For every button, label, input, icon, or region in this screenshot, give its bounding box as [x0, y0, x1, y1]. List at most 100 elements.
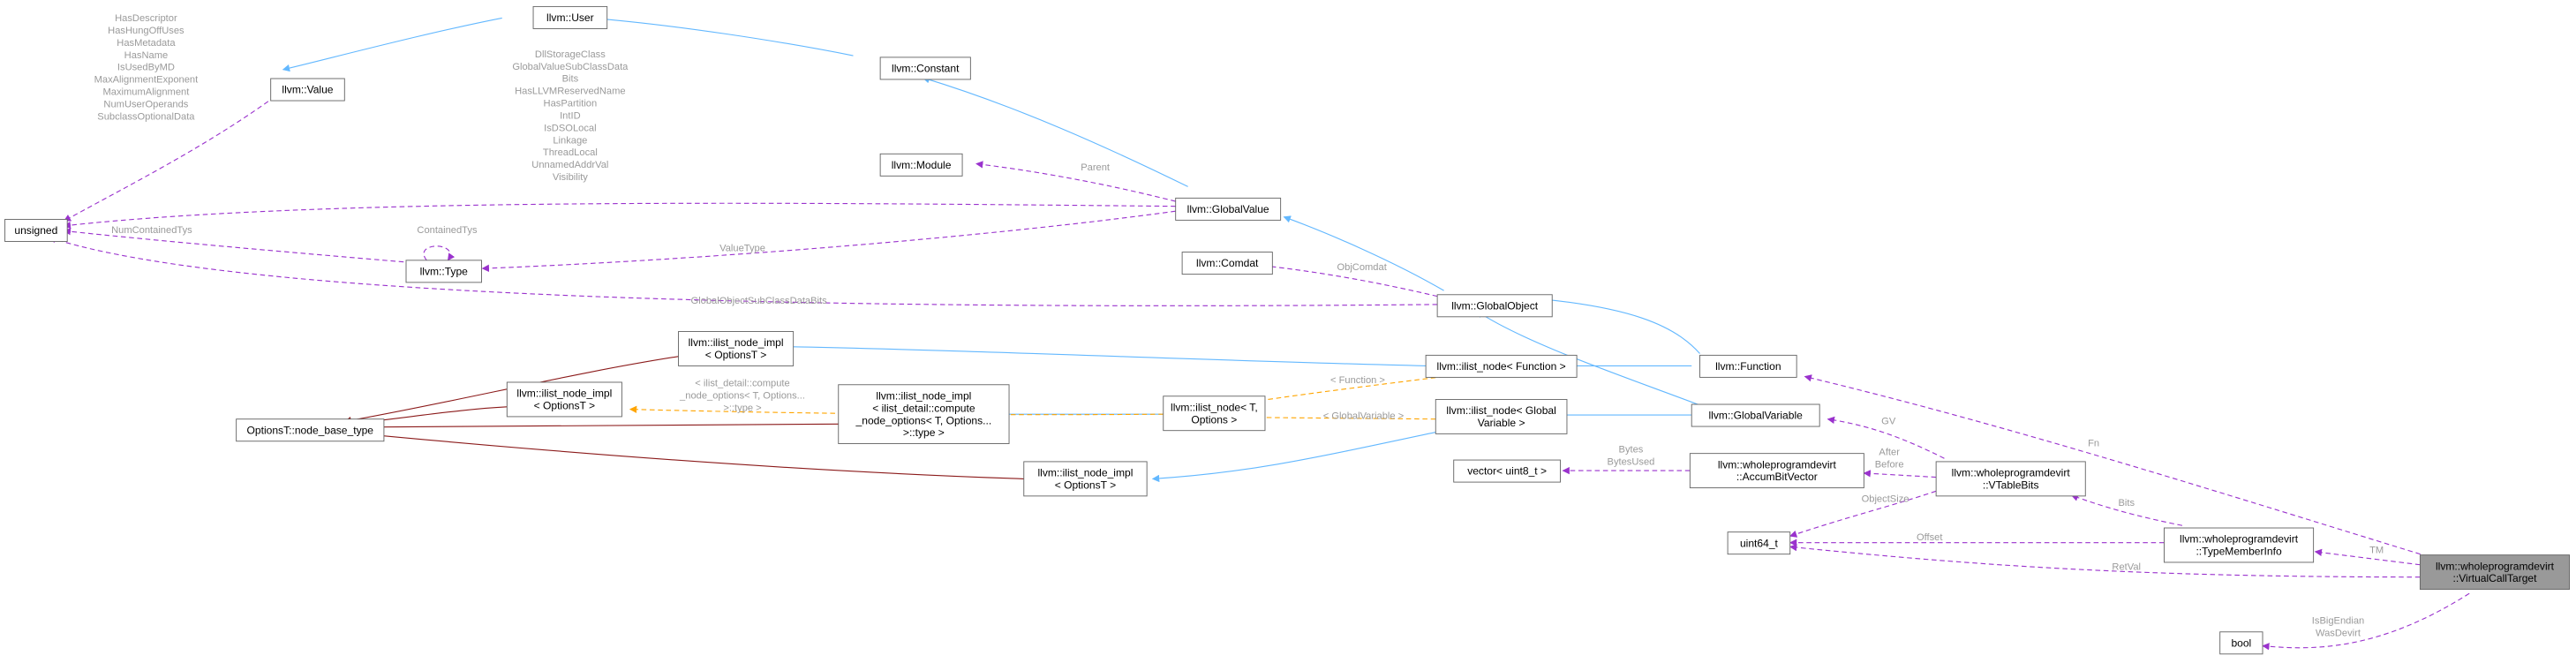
bool_flags-line: WasDevirt	[2316, 628, 2361, 638]
accumbitvector-box	[1689, 453, 1864, 489]
node-unsigned[interactable]: unsigned	[4, 219, 68, 242]
typememberinfo-label-line: llvm::wholeprogramdevirt	[2180, 533, 2299, 546]
globalvalue-label-line: llvm::GlobalValue	[1187, 203, 1269, 215]
node-virtualcalltarget[interactable]: llvm::wholeprogramdevirt::VirtualCallTar…	[2419, 554, 2571, 591]
globalvariable-label-line: llvm::GlobalVariable	[1709, 410, 1804, 422]
ilist_node_gv-label-line: llvm::ilist_node< Global	[1446, 404, 1555, 417]
nodebase-box	[236, 418, 385, 442]
node-type[interactable]: llvm::Type	[405, 260, 482, 283]
tm-line: TM	[2369, 546, 2384, 556]
objcomdat-line: ObjComdat	[1337, 262, 1387, 273]
node-vtablebits[interactable]: llvm::wholeprogramdevirt::VTableBits	[1935, 461, 2086, 497]
label-parent: Parent	[1081, 162, 1111, 173]
compute_template-line: _node_options< T, Options...	[679, 391, 805, 402]
label-containedtys: ContainedTys	[417, 225, 478, 236]
bits-line: Bits	[2118, 498, 2135, 509]
type-box	[405, 260, 482, 283]
ilist_impl_a-label-line: llvm::ilist_node_impl	[689, 336, 784, 349]
node-typememberinfo[interactable]: llvm::wholeprogramdevirt::TypeMemberInfo	[2164, 527, 2315, 563]
globalvalue_unsigned-line: HasPartition	[544, 99, 598, 109]
ilist_impl_b-label-line: < OptionsT >	[534, 400, 596, 412]
label-bits: Bits	[2118, 498, 2135, 509]
accumbitvector-label-line: ::AccumBitVector	[1736, 471, 1818, 483]
edge-function-to-globalobject	[1537, 295, 1700, 354]
ilist_node_t-label-line: Options >	[1191, 413, 1237, 426]
node-globalobject[interactable]: llvm::GlobalObject	[1436, 294, 1553, 318]
node-options-node-base-type[interactable]: OptionsT::node_base_type	[236, 418, 385, 442]
node-ilist-node-impl-a[interactable]: llvm::ilist_node_impl< OptionsT >	[678, 331, 795, 366]
after_before-line: Before	[1875, 459, 1904, 470]
bool-box	[2219, 631, 2263, 655]
bool_flags-line: IsBigEndian	[2312, 616, 2364, 627]
ilist_impl_compute-label-line: llvm::ilist_node_impl	[876, 389, 971, 402]
node-globalvariable[interactable]: llvm::GlobalVariable	[1691, 403, 1820, 427]
comdat-label-line: llvm::Comdat	[1196, 257, 1259, 269]
value_unsigned-line: MaximumAlignment	[103, 87, 191, 98]
node-ilist-node-impl-c[interactable]: llvm::ilist_node_impl< OptionsT >	[1023, 461, 1148, 497]
node-ilist-node-impl-b[interactable]: llvm::ilist_node_impl< OptionsT >	[506, 381, 622, 418]
node-bool[interactable]: bool	[2219, 631, 2263, 655]
label-retval: RetVal	[2112, 561, 2141, 572]
constant-label-line: llvm::Constant	[892, 63, 960, 75]
label-tm: TM	[2369, 546, 2384, 556]
objectsize-line: ObjectSize	[1862, 493, 1909, 504]
edge-type-self	[423, 245, 456, 261]
globalvalue_unsigned-line: IntID	[560, 110, 581, 121]
label-valuetype: ValueType	[719, 244, 765, 254]
node-vector-uint8[interactable]: vector< uint8_t >	[1453, 459, 1561, 483]
node-ilist-node-t-options[interactable]: llvm::ilist_node< T,Options >	[1163, 396, 1266, 432]
node-user[interactable]: llvm::User	[532, 5, 608, 29]
globalvalue_unsigned-line: DllStorageClass	[535, 49, 606, 60]
value_unsigned-line: HasName	[124, 50, 169, 61]
value_unsigned-line: HasMetadata	[117, 38, 176, 49]
edge-user-to-value	[282, 17, 502, 72]
bool-label-line: bool	[2231, 637, 2251, 649]
edge-globalvariable-to-globalobject	[1476, 310, 1700, 406]
module-label-line: llvm::Module	[892, 159, 952, 171]
node-globalvalue[interactable]: llvm::GlobalValue	[1175, 197, 1282, 221]
edge-ilist-node-gv-to-impl-c	[1151, 431, 1436, 483]
ilist_node_fn-label-line: llvm::ilist_node< Function >	[1437, 360, 1566, 373]
node-uint64[interactable]: uint64_t	[1727, 531, 1791, 555]
globalvalue_unsigned-line: GlobalValueSubClassData	[512, 62, 629, 72]
bytes-line: Bytes	[1619, 445, 1644, 456]
value-box	[270, 78, 345, 102]
compute_template-line: >::type >	[723, 403, 761, 413]
typememberinfo-box	[2164, 527, 2315, 563]
label-gv: GV	[1881, 416, 1896, 426]
after_before-line: After	[1879, 448, 1900, 458]
edge-type-to-unsigned	[63, 228, 404, 263]
user-label-line: llvm::User	[546, 11, 594, 24]
type-label-line: llvm::Type	[420, 266, 469, 278]
ilist_impl_compute-label-line: < ilist_detail::compute	[872, 402, 975, 414]
vector-box	[1453, 459, 1561, 483]
vtablebits-box	[1935, 461, 2086, 497]
node-module[interactable]: llvm::Module	[879, 153, 963, 177]
node-ilist-node-impl-compute[interactable]: llvm::ilist_node_impl< ilist_detail::com…	[838, 384, 1010, 444]
virtualcalltarget-label-line: llvm::wholeprogramdevirt	[2436, 560, 2555, 572]
edge-globalvalue-to-constant	[922, 76, 1188, 187]
value_unsigned-line: IsUsedByMD	[117, 63, 175, 73]
node-ilist-node-function[interactable]: llvm::ilist_node< Function >	[1425, 354, 1578, 378]
node-accumbitvector[interactable]: llvm::wholeprogramdevirt::AccumBitVector	[1689, 453, 1864, 489]
node-constant[interactable]: llvm::Constant	[879, 57, 971, 80]
node-function[interactable]: llvm::Function	[1699, 354, 1797, 378]
globalvalue-box	[1175, 197, 1282, 221]
compute_template-line: < ilist_detail::compute	[695, 379, 789, 389]
node-value[interactable]: llvm::Value	[270, 78, 345, 102]
edge-module-to-globalvalue	[975, 161, 1176, 202]
node-ilist-node-globalvariable[interactable]: llvm::ilist_node< GlobalVariable >	[1435, 398, 1568, 434]
node-comdat[interactable]: llvm::Comdat	[1181, 252, 1273, 275]
edge-globalvalue-to-type	[481, 210, 1176, 272]
ilist_impl_b-label-line: llvm::ilist_node_impl	[516, 388, 612, 400]
ilist_node_gv-box	[1435, 398, 1568, 434]
module-box	[879, 153, 963, 177]
edge-virtualcalltarget-to-uint64	[1789, 543, 2421, 578]
edge-vtablebits-to-uint64	[1789, 490, 1937, 538]
vtablebits-label-line: ::VTableBits	[1983, 479, 2039, 492]
